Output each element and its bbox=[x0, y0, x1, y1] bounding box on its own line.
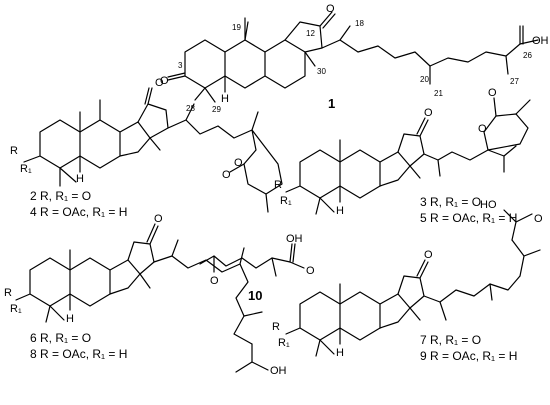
c6-acid-oh: OH bbox=[270, 365, 287, 377]
caption-compound-6: 6 R, R₁ = O bbox=[30, 331, 91, 345]
c6-h: H bbox=[66, 313, 74, 325]
c1-ring-a-o: O bbox=[160, 75, 169, 87]
caption-compound-5: 5 R = OAc, R₁ = H bbox=[420, 211, 517, 225]
c6-r: R bbox=[4, 287, 12, 299]
c1-acid-oh: OH bbox=[532, 35, 549, 47]
c7-r: R bbox=[272, 321, 280, 333]
c7-acid-ho: HO bbox=[480, 199, 497, 211]
caption-compound-8: 8 R = OAc, R₁ = H bbox=[30, 347, 127, 361]
caption-compound-3: 3 R, R₁ = O bbox=[420, 195, 481, 209]
compound-2-4-structure bbox=[23, 87, 283, 213]
c6-ketone-o: O bbox=[154, 213, 163, 225]
c3-r1: R₁ bbox=[280, 195, 292, 207]
c3-h: H bbox=[336, 205, 344, 217]
compound-3-5-structure bbox=[285, 97, 531, 215]
c3-lactone-o-carbonyl: O bbox=[488, 87, 497, 99]
c1-num-20: 20 bbox=[420, 75, 429, 84]
c1-num-3: 3 bbox=[178, 61, 183, 70]
c10-acid-o: O bbox=[306, 265, 315, 277]
c1-num-12: 12 bbox=[306, 29, 315, 38]
caption-compound-4: 4 R = OAc, R₁ = H bbox=[30, 205, 127, 219]
compound-6-8-structure bbox=[15, 223, 269, 373]
c7-ketone-o: O bbox=[424, 249, 433, 261]
c3-ketone-o: O bbox=[424, 107, 433, 119]
c2-ketone-o: O bbox=[155, 77, 164, 89]
compound-1-structure bbox=[167, 11, 539, 103]
compound-7-9-structure bbox=[285, 209, 541, 357]
c2-r: R bbox=[10, 145, 18, 157]
c3-r: R bbox=[274, 179, 282, 191]
c1-num-26: 26 bbox=[523, 51, 532, 60]
c6-r1: R₁ bbox=[10, 303, 22, 315]
c1-num-29: 29 bbox=[212, 105, 221, 114]
c1-ketone-o: O bbox=[326, 3, 335, 15]
c1-num-18: 18 bbox=[355, 19, 364, 28]
caption-compound-9: 9 R = OAc, R₁ = H bbox=[420, 349, 517, 363]
c3-lactone-o-ring: O bbox=[478, 123, 487, 135]
c1-num-30: 30 bbox=[317, 67, 326, 76]
c7-r1: R₁ bbox=[278, 337, 290, 349]
compound-1-label: 1 bbox=[328, 96, 335, 111]
c2-lactone-o-carbonyl: O bbox=[222, 169, 231, 181]
compound-10-structure bbox=[199, 243, 305, 277]
compound-10-label: 10 bbox=[248, 288, 262, 303]
c7-h: H bbox=[336, 347, 344, 359]
c1-num-27: 27 bbox=[510, 77, 519, 86]
c1-num-21: 21 bbox=[434, 89, 443, 98]
c2-r1: R₁ bbox=[20, 163, 32, 175]
c1-num-19: 19 bbox=[232, 23, 241, 32]
caption-compound-7: 7 R, R₁ = O bbox=[420, 333, 481, 347]
c1-h: H bbox=[221, 93, 229, 105]
c7-acid-o: O bbox=[534, 213, 543, 225]
c1-num-28: 28 bbox=[186, 104, 195, 113]
c10-ketone-o: O bbox=[210, 275, 219, 287]
c2-h: H bbox=[76, 173, 84, 185]
caption-compound-2: 2 R, R₁ = O bbox=[30, 189, 91, 203]
c10-oh: OH bbox=[286, 233, 303, 245]
c2-lactone-o-ring: O bbox=[234, 157, 243, 169]
